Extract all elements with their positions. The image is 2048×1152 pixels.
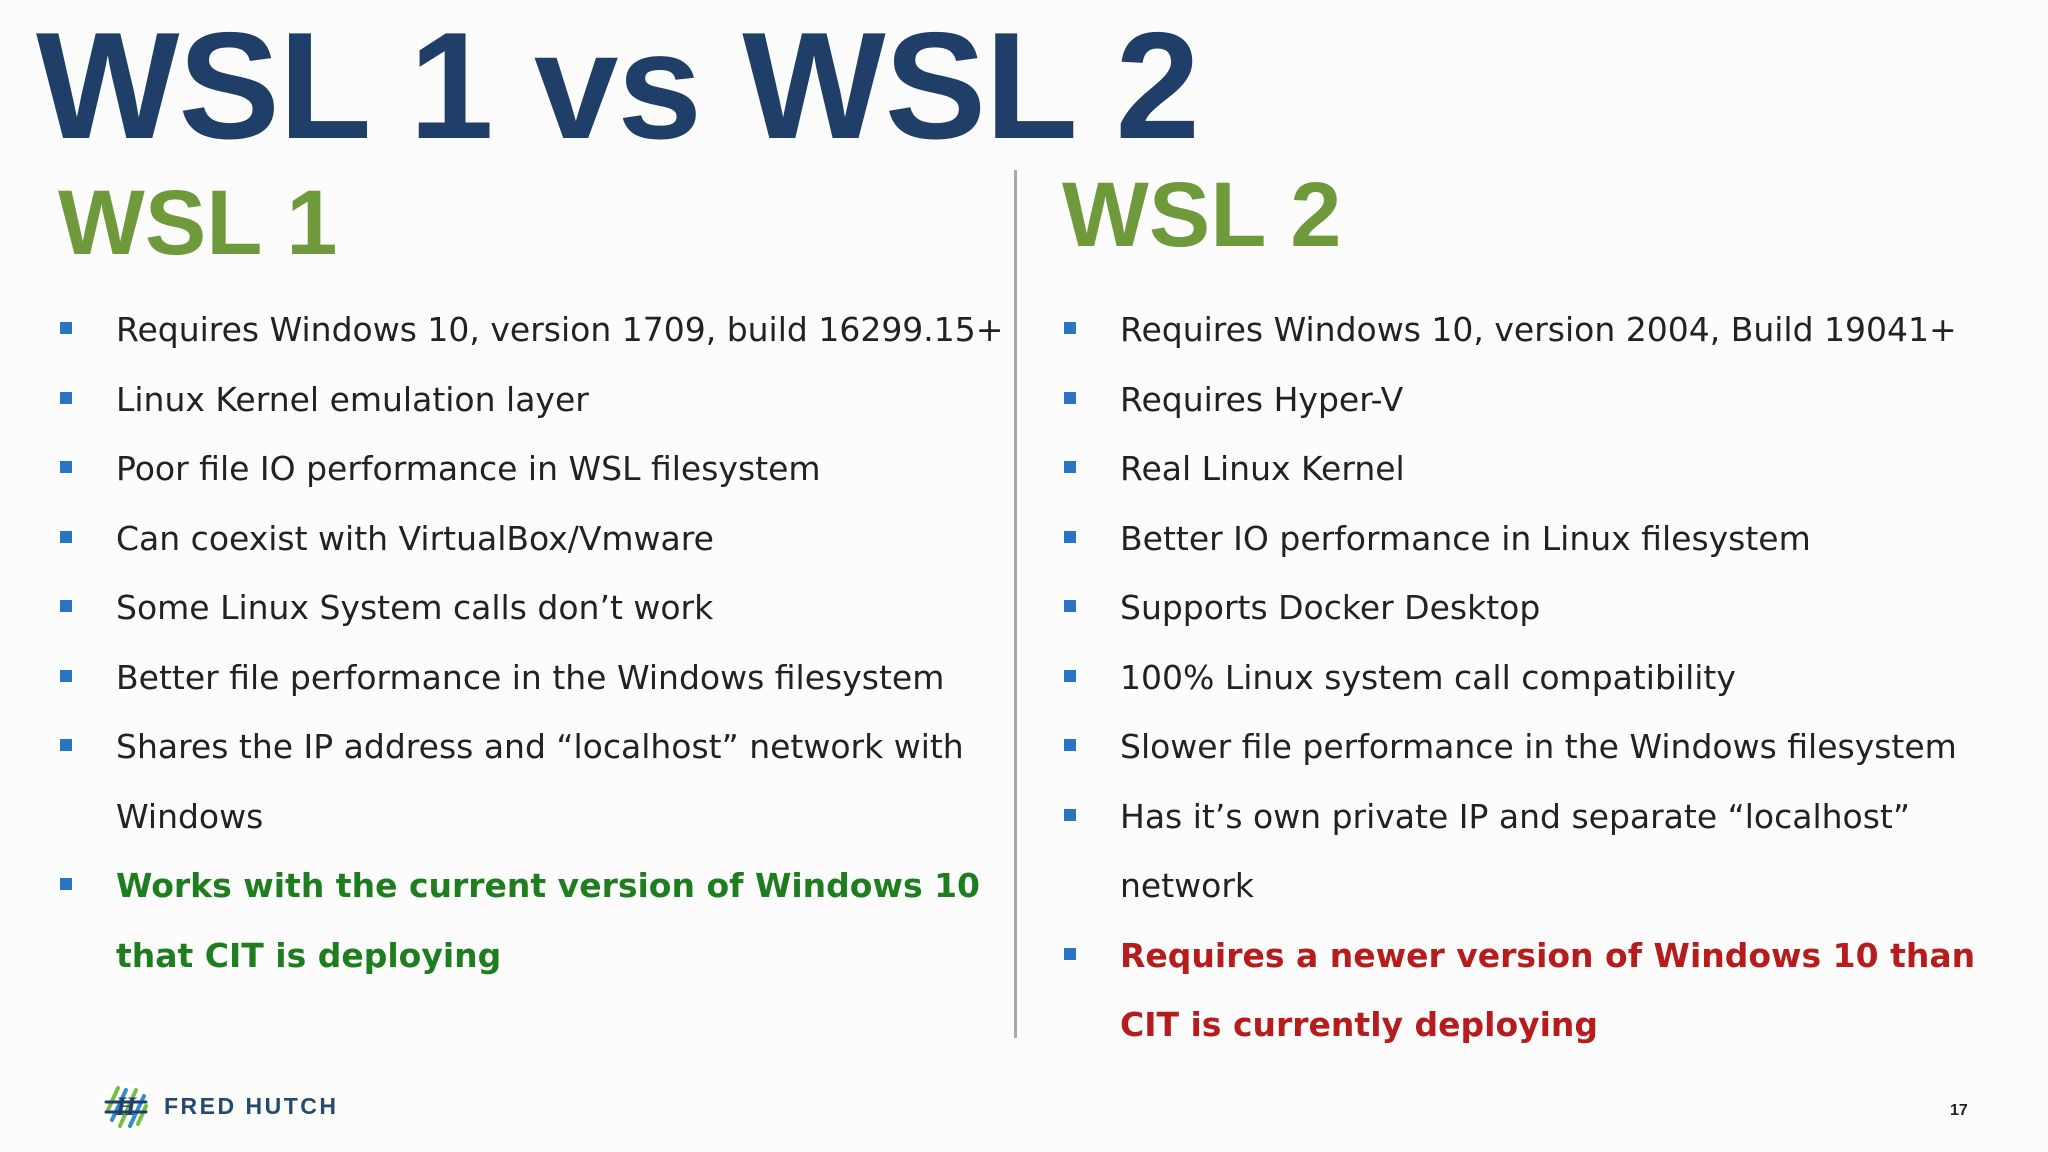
square-bullet-icon <box>60 600 72 612</box>
square-bullet-icon <box>60 322 72 334</box>
square-bullet-icon <box>60 878 72 890</box>
square-bullet-icon <box>1064 669 1076 682</box>
bullet-item: Linux Kernel emulation layer <box>58 365 1018 435</box>
svg-text:H: H <box>115 1092 137 1121</box>
bullet-text: Requires Windows 10, version 2004, Build… <box>1120 310 1957 349</box>
square-bullet-icon <box>60 669 72 682</box>
bullet-item: Poor file IO performance in WSL filesyst… <box>58 434 1018 504</box>
bullet-item: Can coexist with VirtualBox/Vmware <box>58 504 1018 574</box>
bullet-item: Better file performance in the Windows f… <box>58 643 1018 713</box>
bullet-text: Works with the current version of Window… <box>116 866 981 975</box>
fred-hutch-logo: H FRED HUTCH <box>100 1080 339 1132</box>
bullet-text: Shares the IP address and “localhost” ne… <box>116 727 964 836</box>
wsl2-bullet-list: Requires Windows 10, version 2004, Build… <box>1062 295 2022 1060</box>
bullet-text: Linux Kernel emulation layer <box>116 379 589 419</box>
bullet-item: Supports Docker Desktop <box>1062 573 2022 643</box>
square-bullet-icon <box>1064 461 1076 473</box>
square-bullet-icon <box>1064 739 1076 751</box>
column-divider <box>1014 170 1017 1038</box>
bullet-item: Better IO performance in Linux filesyste… <box>1062 504 2022 574</box>
bullet-text: Slower file performance in the Windows f… <box>1120 727 1957 766</box>
bullet-text: Requires Hyper-V <box>1120 379 1404 419</box>
square-bullet-icon <box>1064 391 1076 404</box>
fred-hutch-logo-icon: H <box>102 1082 150 1130</box>
square-bullet-icon <box>1064 947 1076 960</box>
bullet-item: Works with the current version of Window… <box>58 851 1018 990</box>
wsl2-column: WSL 2 Requires Windows 10, version 2004,… <box>1062 164 2022 1044</box>
wsl1-heading: WSL 1 <box>58 172 338 274</box>
bullet-text: Requires a newer version of Windows 10 t… <box>1120 935 1976 1045</box>
bullet-item: 100% Linux system call compatibility <box>1062 643 2022 713</box>
bullet-text: Some Linux System calls don’t work <box>116 588 714 627</box>
bullet-item: Real Linux Kernel <box>1062 434 2022 504</box>
wsl1-bullet-list: Requires Windows 10, version 1709, build… <box>58 295 1018 990</box>
bullet-text: Supports Docker Desktop <box>1120 588 1541 627</box>
bullet-text: Has it’s own private IP and separate “lo… <box>1120 796 1910 906</box>
bullet-item: Requires Hyper-V <box>1062 365 2022 435</box>
bullet-item: Some Linux System calls don’t work <box>58 573 1018 643</box>
bullet-text: Better file performance in the Windows f… <box>116 657 945 697</box>
bullet-text: Can coexist with VirtualBox/Vmware <box>116 518 714 558</box>
square-bullet-icon <box>60 530 72 543</box>
bullet-text: Real Linux Kernel <box>1120 449 1405 488</box>
bullet-item: Requires Windows 10, version 1709, build… <box>58 295 1018 365</box>
bullet-text: Requires Windows 10, version 1709, build… <box>116 310 1004 349</box>
bullet-text: Better IO performance in Linux filesyste… <box>1120 518 1811 558</box>
bullet-text: 100% Linux system call compatibility <box>1120 657 1736 697</box>
square-bullet-icon <box>60 739 72 751</box>
square-bullet-icon <box>60 391 72 404</box>
wsl1-column: WSL 1 Requires Windows 10, version 1709,… <box>58 165 1018 975</box>
bullet-item: Requires a newer version of Windows 10 t… <box>1062 921 2022 1060</box>
square-bullet-icon <box>60 461 72 473</box>
bullet-item: Requires Windows 10, version 2004, Build… <box>1062 295 2022 365</box>
square-bullet-icon <box>1064 322 1076 334</box>
wsl2-heading: WSL 2 <box>1062 164 1342 266</box>
bullet-item: Has it’s own private IP and separate “lo… <box>1062 782 2022 921</box>
square-bullet-icon <box>1064 530 1076 543</box>
slide-title: WSL 1 vs WSL 2 <box>36 1 1200 171</box>
bullet-item: Shares the IP address and “localhost” ne… <box>58 712 1018 851</box>
logo-text: FRED HUTCH <box>164 1092 339 1119</box>
bullet-text: Poor file IO performance in WSL filesyst… <box>116 449 821 488</box>
page-number: 17 <box>1950 1102 1968 1119</box>
bullet-item: Slower file performance in the Windows f… <box>1062 712 2022 782</box>
square-bullet-icon <box>1064 808 1076 821</box>
square-bullet-icon <box>1064 600 1076 612</box>
